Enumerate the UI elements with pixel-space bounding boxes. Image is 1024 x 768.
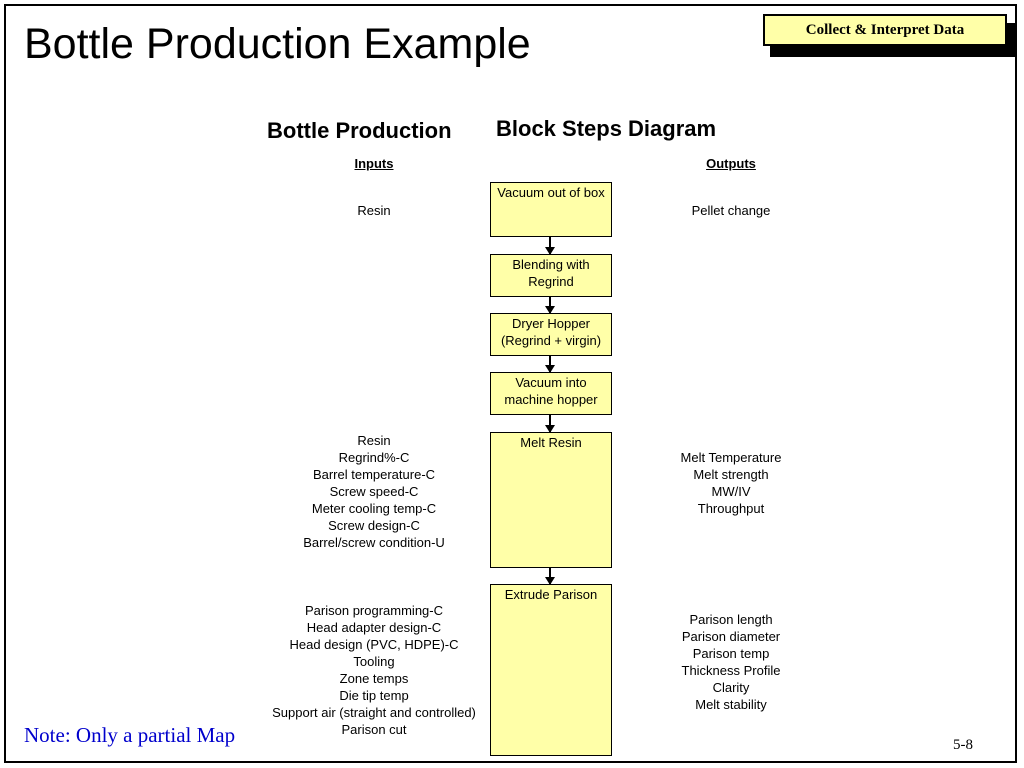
step-melt-resin: Melt Resin: [490, 432, 612, 568]
inputs-extrude-list: Parison programming-C Head adapter desig…: [254, 602, 494, 738]
step-vacuum-out-of-box: Vacuum out of box: [490, 182, 612, 237]
input-item: Tooling: [353, 654, 395, 669]
inputs-vacuum-list: Resin: [314, 202, 434, 219]
output-item: Parison diameter: [681, 629, 781, 644]
input-item: Barrel/screw condition-U: [303, 535, 445, 550]
step-dryer-hopper: Dryer Hopper (Regrind + virgin): [490, 313, 612, 356]
output-item: MW/IV: [711, 484, 751, 499]
outputs-melt-list: Melt Temperature Melt strength MW/IV Thr…: [651, 449, 811, 517]
input-item: Meter cooling temp-C: [311, 501, 437, 516]
arrow-down-icon: [545, 415, 555, 433]
input-item: Head design (PVC, HDPE)-C: [289, 637, 459, 652]
inputs-header: Inputs: [354, 156, 394, 171]
outputs-extrude-list: Parison length Parison diameter Parison …: [651, 611, 811, 713]
step-extrude-parison: Extrude Parison: [490, 584, 612, 756]
input-item: Screw speed-C: [329, 484, 419, 499]
diagram-title-left: Bottle Production: [267, 118, 452, 143]
output-item: Melt Temperature: [680, 450, 782, 465]
output-item: Clarity: [712, 680, 750, 695]
output-item: Pellet change: [691, 203, 771, 218]
arrow-down-icon: [545, 568, 555, 585]
input-item: Resin: [357, 203, 391, 218]
inputs-melt-list: Resin Regrind%-C Barrel temperature-C Sc…: [254, 432, 494, 551]
arrow-down-icon: [545, 297, 555, 314]
input-item: Screw design-C: [328, 518, 420, 533]
input-item: Support air (straight and controlled): [272, 705, 476, 720]
outputs-header: Outputs: [706, 156, 756, 171]
input-item: Parison cut: [341, 722, 407, 737]
output-item: Melt stability: [695, 697, 767, 712]
output-item: Parison length: [689, 612, 773, 627]
arrow-down-icon: [545, 237, 555, 255]
output-item: Thickness Profile: [681, 663, 781, 678]
partial-map-note: Note: Only a partial Map: [24, 723, 236, 747]
input-item: Barrel temperature-C: [312, 467, 436, 482]
output-item: Parison temp: [692, 646, 770, 661]
input-item: Head adapter design-C: [306, 620, 442, 635]
input-item: Parison programming-C: [305, 603, 443, 618]
arrow-down-icon: [545, 356, 555, 373]
section-tag: Collect & Interpret Data: [763, 14, 1007, 46]
input-item: Zone temps: [339, 671, 409, 686]
slide-frame: [4, 4, 1017, 763]
outputs-vacuum-list: Pellet change: [651, 202, 811, 219]
input-item: Die tip temp: [339, 688, 409, 703]
diagram-title-right: Block Steps Diagram: [496, 116, 717, 141]
input-item: Resin: [357, 433, 391, 448]
step-blending-with-regrind: Blending with Regrind: [490, 254, 612, 297]
output-item: Throughput: [697, 501, 765, 516]
step-vacuum-into-machine-hopper: Vacuum into machine hopper: [490, 372, 612, 415]
output-item: Melt strength: [693, 467, 769, 482]
input-item: Regrind%-C: [338, 450, 410, 465]
page-number: 5-8: [953, 737, 973, 753]
slide-title: Bottle Production Example: [24, 20, 531, 68]
